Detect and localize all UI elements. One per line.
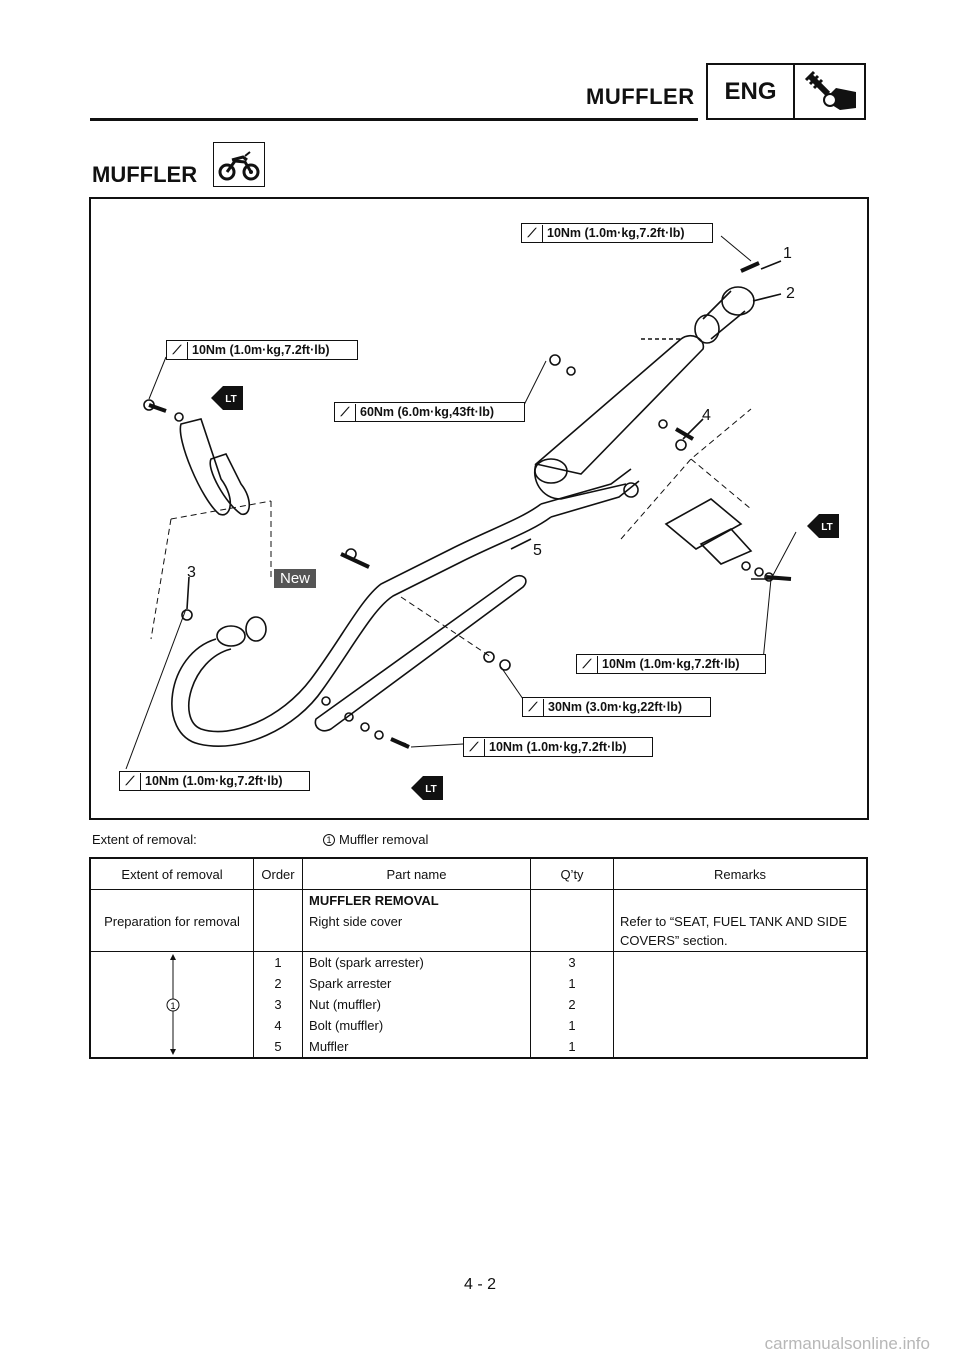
svg-text:LT: LT [225,394,236,405]
new-part-badge: New [274,569,317,588]
table-row: 3 Nut (muffler) 2 [90,994,867,1015]
parts-table: Extent of removal Order Part name Q’ty R… [89,857,868,1059]
col-remarks: Remarks [613,857,868,890]
table-header-row: Extent of removal Order Part name Q’ty R… [89,857,868,890]
locktite-icon: LT [807,511,839,541]
wrench-icon: ⟋ [120,772,141,790]
table-row: 1 1 Bolt (spark arrester) 3 [89,951,868,1058]
section-title: MUFFLER [92,162,198,187]
locktite-icon: LT [411,773,443,803]
col-part-name: Part name [302,857,531,890]
callout-3: 3 [187,564,196,581]
section-code: ENG [708,65,795,118]
torque-spec-guard-bolt: ⟋ 10Nm (1.0m·kg,7.2ft·lb) [463,737,653,757]
header-title: MUFFLER [586,84,695,109]
wrench-icon: ⟋ [522,224,543,242]
svg-text:LT: LT [821,522,832,533]
torque-spec-bracket-bolt: ⟋ 10Nm (1.0m·kg,7.2ft·lb) [166,340,358,360]
callout-1: 1 [783,245,792,262]
prep-part: Right side cover [302,911,531,952]
muffler-parts-drawing [125,235,797,770]
col-order: Order [253,857,303,890]
extent-marker: 1 [323,833,335,846]
table-row: 5 Muffler 1 [90,1036,867,1058]
table-row: 2 Spark arrester 1 [90,973,867,994]
table-row: 4 Bolt (muffler) 1 [90,1015,867,1036]
svg-text:1: 1 [170,1001,175,1011]
locktite-icon: LT [211,383,243,413]
callout-4: 4 [702,407,711,424]
range-arrow-icon: 1 [166,954,180,1055]
watermark: carmanualsonline.info [764,1334,930,1353]
wrench-icon: ⟋ [335,403,356,421]
callout-2: 2 [786,285,795,302]
exploded-diagram: ⟋ 10Nm (1.0m·kg,7.2ft·lb) ⟋ 10Nm (1.0m·k… [89,197,869,820]
torque-spec-muffler-mount: ⟋ 30Nm (3.0m·kg,22ft·lb) [522,697,711,717]
col-extent: Extent of removal [89,857,254,890]
page-number: 4 - 2 [463,1276,496,1293]
prep-extent: Preparation for removal [89,911,254,952]
torque-spec-muffler-nut: ⟋ 60Nm (6.0m·kg,43ft·lb) [334,402,525,422]
extent-label: Extent of removal: [92,832,197,847]
svg-text:LT: LT [425,784,436,795]
col-qty: Q’ty [530,857,614,890]
table-row: MUFFLER REMOVAL [89,889,868,911]
engine-piston-icon [795,65,864,118]
callout-5: 5 [533,542,542,559]
wrench-icon: ⟋ [464,738,485,756]
header-rule [90,118,698,121]
section-name: MUFFLER REMOVAL [302,889,531,911]
table-row: Preparation for removal Right side cover… [89,911,868,952]
group-bracket: 1 [89,951,254,1058]
extent-value: 1 Muffler removal [323,832,428,847]
section-tab: ENG [706,63,866,120]
wrench-icon: ⟋ [167,341,188,359]
wrench-icon: ⟋ [577,655,598,673]
wrench-icon: ⟋ [523,698,544,716]
torque-spec-spark-arrester-bolt: ⟋ 10Nm (1.0m·kg,7.2ft·lb) [521,223,713,243]
torque-spec-right-bracket-bolt: ⟋ 10Nm (1.0m·kg,7.2ft·lb) [576,654,766,674]
offroad-bike-icon [213,142,265,187]
torque-spec-flange-bolt: ⟋ 10Nm (1.0m·kg,7.2ft·lb) [119,771,310,791]
extent-text: Muffler removal [339,832,429,847]
prep-remarks: Refer to “SEAT, FUEL TANK AND SIDE COVER… [613,911,868,952]
